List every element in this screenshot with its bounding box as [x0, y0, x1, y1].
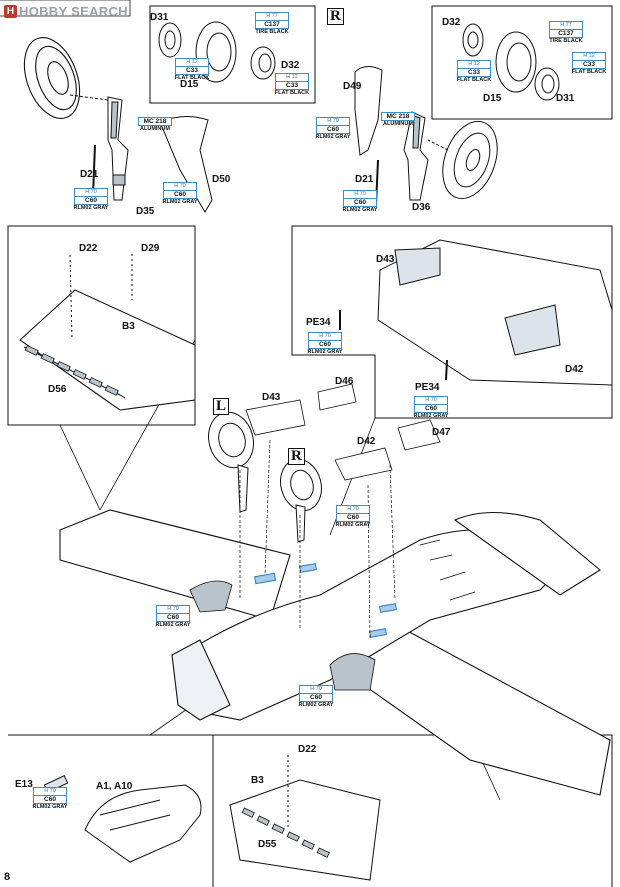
main-wheel-right [280, 458, 322, 543]
flap-slots-d55 [241, 807, 330, 858]
part-label-d47: D47 [432, 427, 451, 438]
part-label-pe34: PE34 [306, 317, 331, 328]
part-label-b3: B3 [122, 321, 135, 332]
part-label-d42: D42 [357, 436, 376, 447]
bottom-right-inset-drawing [229, 755, 381, 881]
right-gear-leg [403, 111, 429, 201]
main-wheel-left [208, 411, 254, 513]
watermark-text: HOBBY SEARCH [19, 3, 128, 19]
gear-door-d47 [397, 419, 441, 451]
gear-door-d46 [317, 383, 357, 411]
side-marker-right-wheel: R [288, 448, 305, 465]
part-label-a1-a10: A1, A10 [96, 781, 133, 792]
left-wheel-illustration [23, 37, 81, 119]
left-wing [59, 509, 291, 621]
hobbysearch-logo-icon: H [4, 4, 17, 18]
main-airframe [59, 509, 611, 796]
part-label-d55: D55 [258, 839, 277, 850]
part-label-d31-right: D31 [556, 93, 575, 104]
gear-bay-fills [189, 580, 376, 691]
part-label-d22: D22 [79, 243, 98, 254]
panel-border-top-center [149, 5, 316, 104]
part-label-d46: D46 [335, 376, 354, 387]
side-marker-left-wheel: L [213, 398, 230, 415]
wheel-parts-top-right [462, 23, 560, 101]
gear-door-d43 [245, 399, 306, 436]
part-label-b3-bottom: B3 [251, 775, 264, 786]
part-label-d43: D43 [262, 392, 281, 403]
site-watermark: H HOBBY SEARCH [4, 3, 128, 19]
part-label-pe34-b: PE34 [415, 382, 440, 393]
page-number: 8 [4, 871, 11, 883]
gear-door-d49 [354, 66, 383, 156]
right-wing-inset-drawing [339, 239, 613, 386]
engine-cowling [171, 639, 231, 721]
part-label-d21-right: D21 [355, 174, 374, 185]
gear-door-d42 [334, 447, 393, 481]
part-label-d32-right: D32 [442, 17, 461, 28]
tailplane [453, 511, 601, 596]
part-label-d15: D15 [180, 79, 199, 90]
bottom-left-inset-drawing [43, 775, 202, 863]
part-label-d22-bottom: D22 [298, 744, 317, 755]
panel-border-bottom-right [213, 734, 613, 887]
part-label-d49: D49 [343, 81, 362, 92]
part-label-d32: D32 [281, 60, 300, 71]
panel-border-left-wing [7, 225, 196, 426]
side-marker-right-top: R [327, 8, 344, 25]
part-label-d42-inset: D42 [565, 364, 584, 375]
part-label-d31: D31 [150, 12, 169, 23]
part-label-d29: D29 [141, 243, 160, 254]
part-label-d15-right: D15 [483, 93, 502, 104]
paint-callout-mc218-right: MC 218 ALUMINUM [381, 112, 415, 127]
part-label-d50: D50 [212, 174, 231, 185]
part-label-d56: D56 [48, 384, 67, 395]
part-label-e13: E13 [15, 779, 33, 790]
panel-border-top-left [0, 0, 131, 17]
flap-slots-d56 [24, 345, 119, 396]
paint-callout-mc218: MC 218 ALUMINUM [138, 117, 172, 132]
panel-border-top-right [431, 5, 613, 120]
part-label-d21-left: D21 [80, 169, 99, 180]
part-label-d35: D35 [136, 206, 155, 217]
part-label-d43-inset: D43 [376, 254, 395, 265]
part-label-d36: D36 [412, 202, 431, 213]
